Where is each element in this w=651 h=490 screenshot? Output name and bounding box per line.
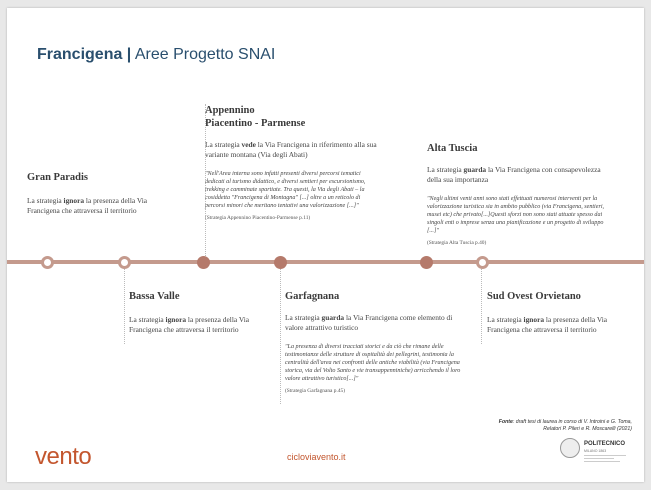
area-garfagnana: Garfagnana La strategia guarda la Via Fr… — [285, 290, 465, 394]
area-quote: "Nell'Area interna sono infatti presenti… — [205, 171, 366, 209]
divider — [584, 458, 614, 459]
politecnico-sub: MILANO 1863 — [584, 449, 607, 453]
area-text: La strategia ignora la presenza della Vi… — [487, 315, 608, 334]
area-gran-paradis: Gran Paradis La strategia ignora la pres… — [27, 171, 157, 216]
source-label: Fonte — [498, 419, 513, 425]
area-text: La strategia guarda la Via Francigena co… — [285, 313, 453, 332]
timeline-dot-sud-ovest — [476, 256, 489, 269]
vento-logo: vento — [35, 443, 92, 470]
source-line2: Relatori P. Pileri e R. Moscarelli (2021… — [543, 426, 632, 432]
area-sud-ovest-orvietano: Sud Ovest Orvietano La strategia ignora … — [487, 290, 617, 335]
source-note: Fonte: draft tesi di laurea in corso di … — [499, 419, 632, 433]
area-bassa-valle: Bassa Valle La strategia ignora la prese… — [129, 290, 254, 335]
area-text: La strategia guarda la Via Francigena co… — [427, 165, 601, 184]
area-name: Sud Ovest Orvietano — [487, 291, 581, 302]
area-text: La strategia ignora la presenza della Vi… — [27, 196, 148, 215]
slide-title: Francigena | Aree Progetto SNAI — [37, 46, 275, 64]
area-source: (Strategia Alta Tuscia p.40) — [427, 240, 487, 246]
politecnico-logo: POLITECNICO MILANO 1863 — [560, 438, 630, 468]
timeline-dot-bassa-valle — [118, 256, 131, 269]
title-bold: Francigena | — [37, 46, 132, 63]
connector-line — [205, 104, 206, 260]
timeline-dot-alta-tuscia — [420, 256, 433, 269]
area-quote: "La presenza di diversi tracciati storic… — [285, 344, 461, 382]
area-alta-tuscia: Alta Tuscia La strategia guarda la Via F… — [427, 142, 612, 246]
timeline-bar — [7, 260, 644, 264]
source-line1: : draft tesi di laurea in corso di V. In… — [512, 419, 632, 425]
area-appennino: Appennino Piacentino - Parmense La strat… — [205, 104, 380, 221]
connector-line — [124, 264, 125, 344]
area-text: La strategia vede la Via Francigena in r… — [205, 140, 377, 159]
area-name: Alta Tuscia — [427, 143, 478, 154]
area-source: (Strategia Garfagnana p.45) — [285, 388, 346, 394]
divider — [584, 455, 626, 456]
politecnico-seal-icon — [560, 438, 580, 458]
connector-line — [481, 264, 482, 344]
slide: Francigena | Aree Progetto SNAI Gran Par… — [7, 8, 644, 482]
timeline-dot-garfagnana — [274, 256, 287, 269]
area-name: Bassa Valle — [129, 291, 180, 302]
title-rest: Aree Progetto SNAI — [131, 46, 276, 63]
connector-line — [280, 264, 281, 404]
area-name: Gran Paradis — [27, 172, 88, 183]
area-text: La strategia ignora la presenza della Vi… — [129, 315, 250, 334]
area-name-line1: Appennino — [205, 105, 255, 116]
area-name-line2: Piacentino - Parmense — [205, 118, 306, 129]
politecnico-name: POLITECNICO — [584, 441, 626, 447]
area-source: (Strategia Appennino Piacentino-Parmense… — [205, 215, 311, 221]
divider — [584, 461, 620, 462]
area-quote: "Negli ultimi venti anni sono stati effe… — [427, 196, 605, 234]
timeline-dot-gran-paradis — [41, 256, 54, 269]
site-link[interactable]: cicloviavento.it — [287, 452, 346, 462]
area-name: Garfagnana — [285, 291, 340, 302]
timeline-dot-appennino — [197, 256, 210, 269]
